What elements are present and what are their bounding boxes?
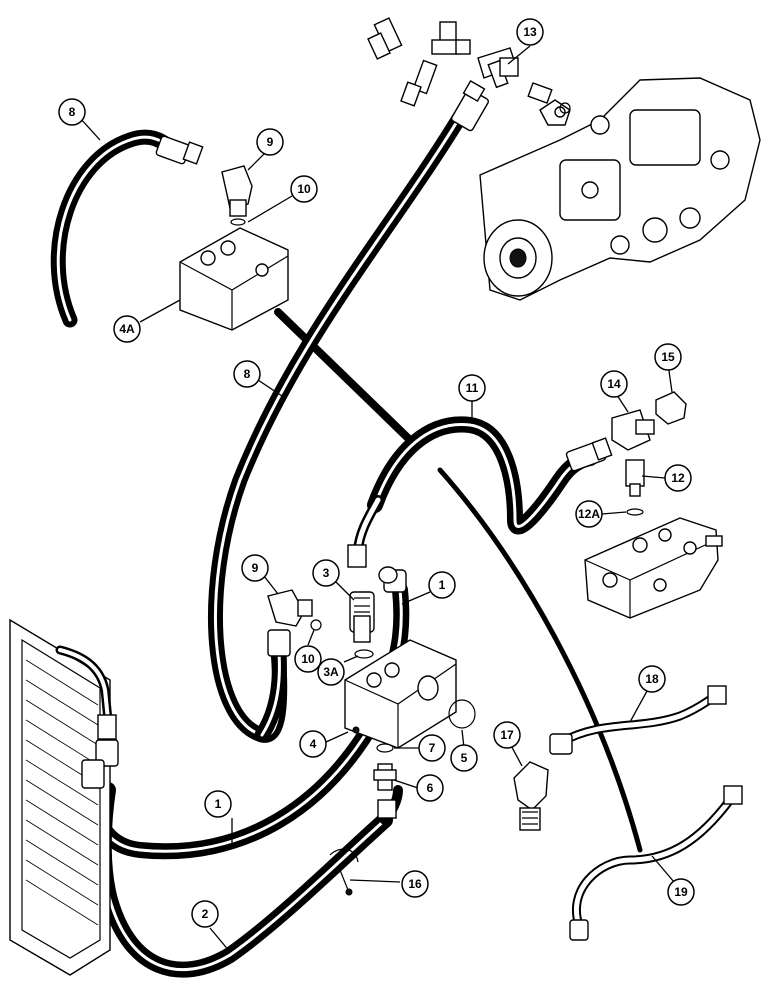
callout-label: 1 — [439, 578, 446, 592]
clamp-16 — [329, 848, 359, 896]
callout-label: 2 — [202, 907, 209, 921]
callout-label: 12A — [578, 507, 600, 521]
callout-3: 3 — [312, 559, 340, 587]
callout-label: 5 — [461, 751, 468, 765]
callout-label: 4A — [119, 322, 135, 336]
callout-label: 15 — [661, 350, 675, 364]
callout-label: 7 — [429, 741, 436, 755]
callout-label: 16 — [408, 877, 422, 891]
callout-label: 8 — [69, 105, 76, 119]
elbow-fitting-9-upper — [221, 165, 253, 226]
callout-label: 6 — [427, 781, 434, 795]
tube-19 — [569, 785, 743, 941]
o-ring-5 — [448, 699, 476, 729]
callout-label: 9 — [267, 135, 274, 149]
o-ring-7 — [376, 743, 394, 753]
callout-3a: 3A — [317, 658, 345, 686]
callout-label: 4 — [310, 737, 317, 751]
callout-18: 18 — [638, 665, 666, 693]
callout-label: 3A — [323, 665, 339, 679]
control-valve — [584, 517, 723, 619]
callout-2: 2 — [191, 900, 219, 928]
callout-label: 1 — [215, 797, 222, 811]
callout-label: 14 — [607, 377, 621, 391]
callout-label: 17 — [500, 728, 514, 742]
callout-1a: 1 — [428, 571, 456, 599]
fitting-12 — [625, 459, 645, 497]
callout-19: 19 — [667, 878, 695, 906]
elbow-fitting-9-lower — [267, 589, 322, 631]
hydraulic-line-to-19 — [437, 467, 643, 853]
callout-label: 11 — [466, 381, 479, 395]
callout-8a: 8 — [58, 98, 86, 126]
callout-15: 15 — [654, 343, 682, 371]
callout-12a: 12A — [575, 500, 603, 528]
hose-9-short — [254, 629, 291, 743]
o-ring-3a — [354, 649, 374, 659]
callout-1b: 1 — [204, 790, 232, 818]
callout-13: 13 — [516, 18, 544, 46]
callout-label: 19 — [674, 885, 688, 899]
callout-9a: 9 — [256, 128, 284, 156]
callout-label: 13 — [523, 25, 537, 39]
callout-4a: 4A — [113, 315, 141, 343]
hydraulic-pump — [479, 77, 761, 301]
cap-15 — [655, 391, 687, 425]
manifold-block-4 — [344, 639, 457, 749]
callout-16: 16 — [401, 870, 429, 898]
callout-8b: 8 — [233, 360, 261, 388]
callout-7: 7 — [418, 734, 446, 762]
callout-label: 3 — [323, 566, 330, 580]
hose-11 — [347, 416, 613, 568]
callout-6: 6 — [416, 774, 444, 802]
oil-cooler-radiator — [9, 618, 119, 976]
callout-11: 11 — [458, 374, 486, 402]
callout-5: 5 — [450, 744, 478, 772]
callout-label: 10 — [297, 182, 311, 196]
callout-4: 4 — [299, 730, 327, 758]
hose-8-upper — [50, 129, 204, 328]
o-ring-12a — [626, 508, 644, 516]
callout-17: 17 — [493, 721, 521, 749]
tee-fitting-13 — [477, 47, 571, 114]
callout-12: 12 — [664, 464, 692, 492]
callout-label: 9 — [252, 561, 259, 575]
elbow-fitting-14 — [611, 409, 655, 451]
small-fittings-top — [367, 17, 471, 107]
callout-10a: 10 — [290, 175, 318, 203]
callout-9b: 9 — [241, 554, 269, 582]
callout-label: 10 — [301, 652, 315, 666]
callout-label: 12 — [671, 471, 685, 485]
elbow-fitting-17 — [513, 761, 549, 831]
hydraulic-line-diagonal — [274, 308, 414, 444]
callout-label: 8 — [244, 367, 251, 381]
hose-8-long — [208, 79, 489, 743]
fitting-6 — [373, 763, 397, 791]
callout-14: 14 — [600, 370, 628, 398]
callout-10b: 10 — [294, 645, 322, 673]
fitting-3 — [349, 591, 375, 643]
manifold-block-4a — [179, 227, 289, 331]
callout-label: 18 — [645, 672, 659, 686]
tube-18 — [549, 685, 727, 755]
